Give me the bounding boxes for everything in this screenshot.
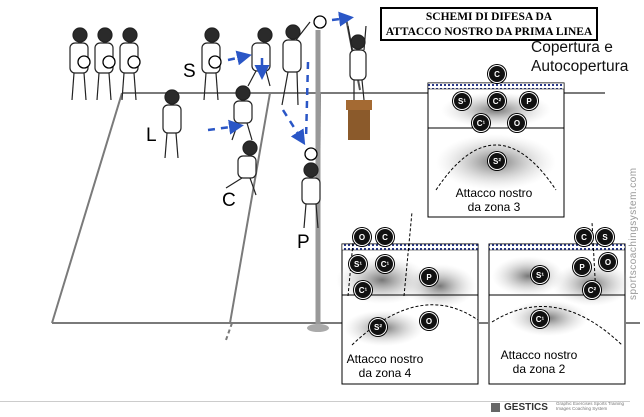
player-c: [225, 140, 258, 196]
caption-zone4: Attacco nostro da zona 4: [346, 352, 424, 380]
brand-subtitle: Graphic Exercises Sports Training Images…: [556, 401, 625, 411]
caption-zone2: Attacco nostro da zona 2: [500, 348, 578, 376]
badge-c1: C¹: [376, 255, 394, 273]
title-line-2: ATTACCO NOSTRO DA PRIMA LINEA: [385, 26, 593, 38]
badge-c1: C¹: [531, 310, 549, 328]
label-s: S: [183, 61, 196, 82]
badge-o: O: [599, 253, 617, 271]
players: [69, 21, 367, 229]
coverage-line-1: Copertura e: [531, 39, 613, 56]
referee-stand: [346, 100, 372, 140]
badge-p: P: [520, 92, 538, 110]
badge-c: C: [488, 65, 506, 83]
label-l: L: [146, 125, 157, 146]
badge-c: C: [376, 228, 394, 246]
label-c: C: [222, 190, 236, 211]
caption-zone3: Attacco nostro da zona 3: [455, 186, 533, 214]
footer-divider: [0, 401, 630, 402]
player-l-moving: [231, 85, 253, 141]
watermark-side: sportscoachingsystem.com: [628, 167, 639, 300]
badge-o: O: [353, 228, 371, 246]
badge-c2: C²: [488, 92, 506, 110]
player-s-jumping: [247, 27, 273, 87]
blocker: [347, 25, 367, 101]
badge-o: O: [508, 114, 526, 132]
player-markers: [77, 15, 327, 161]
player-l: [162, 89, 182, 159]
movement-arrows: [207, 11, 354, 146]
badge-s1: S¹: [349, 255, 367, 273]
badge-o: O: [420, 312, 438, 330]
label-p: P: [297, 232, 310, 253]
badge-c1: C¹: [472, 114, 490, 132]
badge-s2: S²: [369, 318, 387, 336]
coverage-line-2: Autocopertura: [531, 58, 629, 75]
diagram-title: SCHEMI DI DIFESA DA ATTACCO NOSTRO DA PR…: [380, 7, 598, 41]
badge-s1: S¹: [453, 92, 471, 110]
badge-p: P: [573, 258, 591, 276]
badge-s2: S²: [488, 152, 506, 170]
player-attacker: [281, 21, 311, 106]
badge-s: S: [596, 228, 614, 246]
badge-c1: C¹: [354, 281, 372, 299]
coverage-label: Copertura e Autocopertura: [531, 38, 628, 76]
title-line-1: SCHEMI DI DIFESA DA: [425, 11, 553, 23]
badge-p: P: [420, 268, 438, 286]
brand-logo-icon: [491, 403, 500, 412]
badge-s1: S¹: [531, 266, 549, 284]
player-p: [301, 162, 321, 229]
badge-c2: C²: [583, 281, 601, 299]
badge-c: C: [575, 228, 593, 246]
brand-name: GESTICS: [504, 402, 548, 413]
